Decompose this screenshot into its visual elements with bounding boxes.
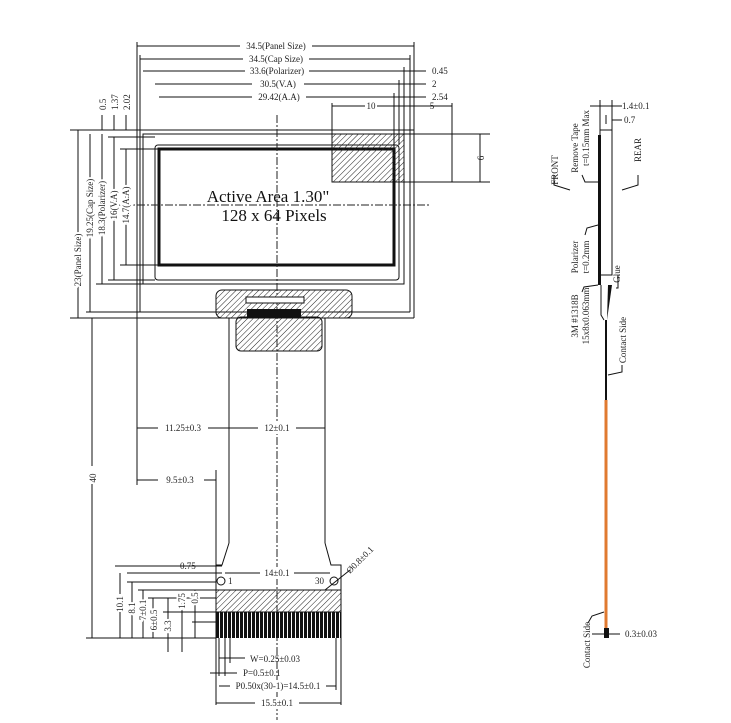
svg-text:1.4±0.1: 1.4±0.1 — [622, 101, 649, 111]
svg-text:14±0.1: 14±0.1 — [264, 568, 289, 578]
svg-text:30: 30 — [315, 576, 325, 586]
stiffener-hatch — [215, 589, 342, 613]
svg-text:29.42(A.A): 29.42(A.A) — [258, 92, 300, 102]
pin1-marker — [216, 576, 226, 586]
svg-text:30.5(V.A): 30.5(V.A) — [260, 79, 296, 89]
svg-text:9.5±0.3: 9.5±0.3 — [166, 475, 194, 485]
svg-text:10.1: 10.1 — [115, 596, 125, 612]
svg-text:10: 10 — [367, 101, 377, 111]
svg-text:12±0.1: 12±0.1 — [264, 423, 289, 433]
active-area-label: Active Area 1.30" — [207, 187, 330, 206]
svg-text:1.37: 1.37 — [110, 94, 120, 110]
left-dimensions: 23(Panel Size) 19.25(Cap Size) 18.3(Pola… — [71, 94, 159, 318]
svg-text:34.5(Cap Size): 34.5(Cap Size) — [249, 54, 303, 64]
svg-text:6±0.5: 6±0.5 — [149, 609, 159, 630]
svg-text:1.75: 1.75 — [177, 593, 187, 609]
svg-text:REAR: REAR — [633, 138, 643, 162]
svg-text:FRONT: FRONT — [550, 155, 560, 185]
svg-text:11.25±0.3: 11.25±0.3 — [165, 423, 202, 433]
svg-text:2.54: 2.54 — [432, 92, 448, 102]
svg-text:2: 2 — [432, 79, 437, 89]
svg-text:18.3(Polarizer): 18.3(Polarizer) — [97, 181, 107, 235]
fpc-connector — [215, 289, 353, 352]
svg-text:1: 1 — [228, 576, 233, 586]
svg-text:0.5: 0.5 — [190, 592, 200, 604]
svg-text:t=0.15mm Max: t=0.15mm Max — [581, 109, 591, 166]
svg-text:Polarizer: Polarizer — [570, 241, 580, 273]
svg-text:34.5(Panel Size): 34.5(Panel Size) — [246, 41, 305, 51]
contact-pins — [216, 612, 341, 638]
svg-text:40: 40 — [88, 473, 98, 483]
top-dimensions: 34.5(Panel Size) 34.5(Cap Size) 33.6(Pol… — [137, 40, 490, 183]
svg-text:Contact Side: Contact Side — [582, 622, 592, 668]
panel-outline — [70, 42, 453, 319]
svg-text:33.6(Polarizer): 33.6(Polarizer) — [250, 66, 304, 76]
svg-text:Glue: Glue — [612, 265, 622, 283]
svg-text:0.7: 0.7 — [624, 115, 636, 125]
svg-text:14.7(A.A): 14.7(A.A) — [121, 187, 131, 224]
svg-text:23(Panel Size): 23(Panel Size) — [73, 234, 83, 287]
side-view: 1.4±0.1 0.7 0.3±0.03 FRONT REAR Remove T… — [550, 100, 657, 668]
svg-text:Contact Side: Contact Side — [618, 317, 628, 363]
svg-text:W=0.25±0.03: W=0.25±0.03 — [250, 654, 301, 664]
svg-text:P0.50x(30-1)=14.5±0.1: P0.50x(30-1)=14.5±0.1 — [236, 681, 321, 691]
remove-tape-hatch — [331, 133, 405, 183]
svg-text:3M #1318B: 3M #1318B — [570, 294, 580, 337]
svg-text:3.3: 3.3 — [163, 620, 173, 632]
svg-text:8.1: 8.1 — [127, 602, 137, 613]
fpc-tail — [215, 318, 342, 705]
svg-text:6: 6 — [476, 155, 486, 160]
pin30-marker — [329, 576, 339, 586]
svg-text:15x8x0.063mm: 15x8x0.063mm — [581, 288, 591, 345]
svg-text:t=0.2mm: t=0.2mm — [581, 241, 591, 274]
fpc-dimensions: 11.25±0.3 12±0.1 9.5±0.3 40 0.75 14±0.1 … — [86, 318, 375, 709]
svg-text:0.75: 0.75 — [180, 561, 196, 571]
svg-text:5: 5 — [430, 101, 435, 111]
svg-text:16(V.A): 16(V.A) — [109, 190, 119, 219]
svg-text:Remove Tape: Remove Tape — [570, 123, 580, 172]
svg-text:0.3±0.03: 0.3±0.03 — [625, 629, 657, 639]
pixel-label: 128 x 64 Pixels — [221, 206, 326, 225]
svg-text:15.5±0.1: 15.5±0.1 — [261, 698, 293, 708]
svg-text:P=0.5±0.1: P=0.5±0.1 — [243, 668, 281, 678]
svg-text:0.45: 0.45 — [432, 66, 448, 76]
svg-text:7±0.1: 7±0.1 — [138, 600, 148, 621]
svg-text:Ø0.8±0.1: Ø0.8±0.1 — [344, 544, 375, 575]
svg-text:2.02: 2.02 — [122, 94, 132, 110]
svg-text:19.25(Cap Size): 19.25(Cap Size) — [85, 179, 95, 238]
svg-text:0.5: 0.5 — [98, 98, 108, 110]
